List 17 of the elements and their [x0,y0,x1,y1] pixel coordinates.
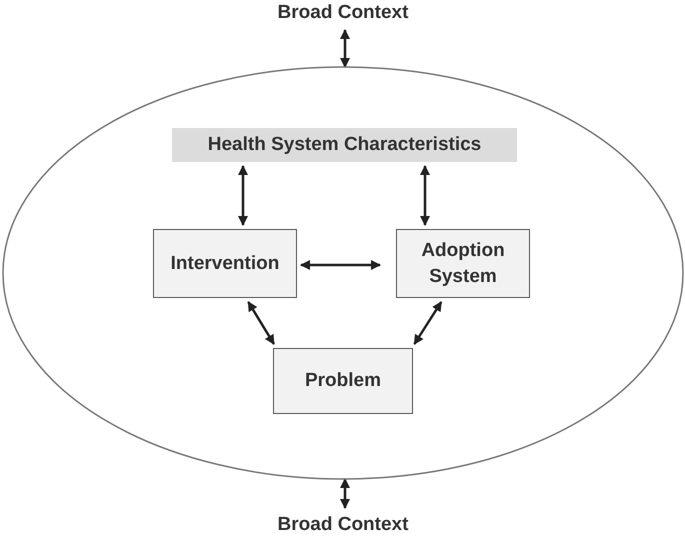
process-box [273,348,413,414]
process-box [396,229,530,298]
double-arrow [413,301,442,345]
process-box [153,229,297,298]
node-label: Health System Characteristics [208,133,482,158]
double-arrow [300,260,381,270]
node-label: Intervention [170,252,280,276]
context-label: Broad Context [278,513,408,536]
double-arrow [238,165,248,226]
context-label: Broad Context [278,1,408,26]
double-arrow [340,29,350,68]
double-arrow [247,301,275,345]
double-arrow [420,165,430,226]
node-label: Problem [304,369,382,394]
double-arrow [340,478,350,509]
category-band [172,128,517,162]
node-label: Adoption System [420,238,506,288]
